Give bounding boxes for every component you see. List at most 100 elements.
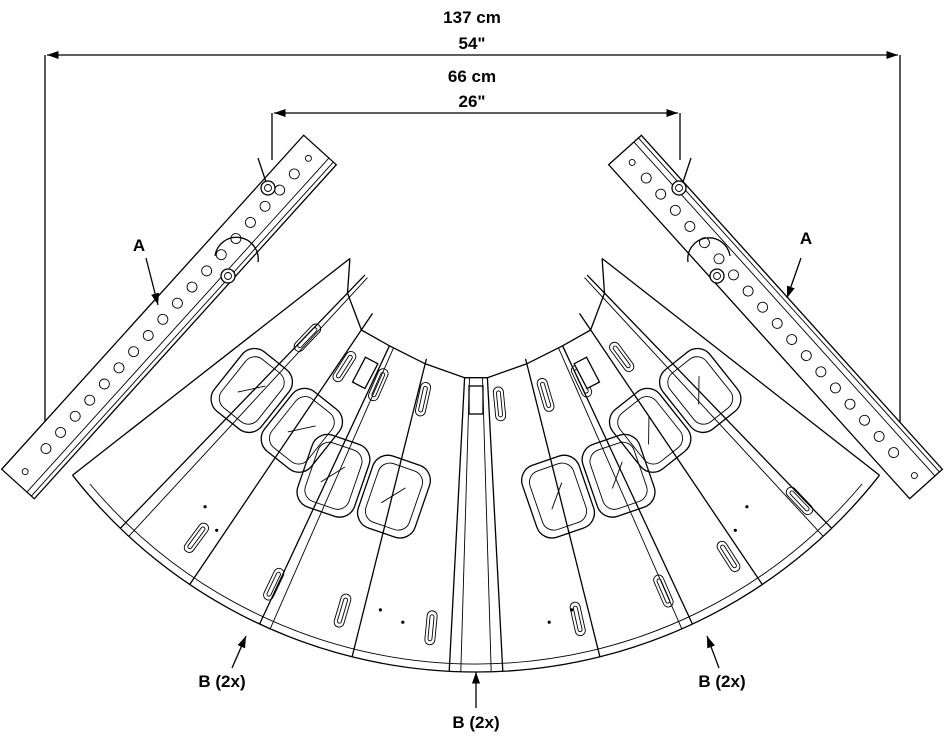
- grip-pocket-inner: [529, 462, 588, 531]
- rigging-bar-rail: [31, 161, 334, 497]
- overall-width-dimension: [44, 50, 901, 470]
- fastener-dot: [378, 608, 382, 612]
- grip-pocket-outer: [296, 433, 371, 518]
- handle-slot-inner: [789, 490, 810, 512]
- panel-divider-inner: [557, 347, 683, 629]
- rigging-hole: [171, 297, 183, 309]
- panel-divider: [119, 274, 366, 529]
- grip-pocket-pair: [520, 433, 656, 539]
- overall-width-imperial: 54": [459, 34, 486, 53]
- quick-release-pin-center: [264, 184, 272, 192]
- fastener-dot: [745, 505, 749, 509]
- callout-b-center: B (2x): [452, 713, 499, 732]
- grip-pocket-inner: [617, 396, 684, 465]
- rigging-hole: [259, 200, 271, 212]
- fastener-dot: [570, 608, 574, 612]
- handle-slot-inner: [495, 390, 504, 418]
- grip-pocket-outer: [260, 387, 344, 473]
- handle-slot: [333, 593, 352, 628]
- quick-release-pin: [709, 268, 725, 284]
- rigging-bars: [0, 134, 944, 500]
- rigging-hole: [684, 221, 696, 232]
- handle-slot-inner: [336, 354, 353, 379]
- rigging-hole: [128, 346, 140, 358]
- rigging-hole: [669, 204, 681, 216]
- rigging-hole: [98, 378, 110, 390]
- grip-pocket-mark: [648, 415, 650, 445]
- rigging-hole: [84, 394, 96, 406]
- handle-slot-inner: [612, 345, 631, 369]
- rigging-hole: [713, 253, 725, 265]
- handle-slot-inner: [427, 614, 435, 642]
- quick-release-pin-center: [224, 272, 232, 280]
- rigging-hole: [55, 426, 67, 438]
- grip-pocket-inner: [667, 356, 734, 425]
- rigging-hole: [742, 285, 754, 297]
- overall-width-metric: 137 cm: [443, 8, 501, 27]
- rigging-bar-rail: [633, 141, 936, 477]
- handle-slot: [653, 574, 674, 608]
- callout-b-right: B (2x): [698, 672, 745, 691]
- rigging-end-hole: [304, 154, 312, 162]
- handle-slot: [293, 323, 322, 352]
- rigging-hole: [859, 414, 870, 426]
- inner-width-imperial: 26": [459, 92, 486, 111]
- rigging-bar-rail: [26, 157, 330, 493]
- grip-pocket-pair: [608, 347, 742, 473]
- grip-pocket-outer: [581, 433, 656, 518]
- callout-b-left: B (2x): [198, 672, 245, 691]
- handle-slot: [183, 522, 209, 553]
- panel-divider: [578, 313, 763, 585]
- panel-divider: [189, 313, 374, 585]
- handle-slot-inner: [266, 571, 281, 597]
- panel-divider-inner: [460, 377, 470, 672]
- grip-pocket-inner: [589, 441, 648, 510]
- rigging-bar-frame: [607, 134, 944, 500]
- handle-slot: [332, 351, 357, 383]
- callout-a-right: A: [800, 229, 812, 248]
- grip-pocket-inner: [218, 356, 285, 425]
- grip-pocket-mark: [611, 461, 623, 489]
- grip-pocket-mark: [287, 425, 316, 433]
- grip-pocket-inner: [268, 396, 335, 465]
- speaker-cabinets: [71, 258, 881, 673]
- rigging-end-hole: [910, 472, 918, 480]
- grip-pocket-outer: [520, 454, 596, 539]
- panel-divider-inner: [128, 277, 368, 537]
- fastener-dot: [401, 620, 405, 624]
- fastener-dot: [203, 505, 207, 509]
- rigging-bar-body: [607, 134, 944, 500]
- handle-slot: [609, 341, 635, 372]
- callout-a-left: A: [133, 236, 145, 255]
- pin-ring-left: [214, 236, 259, 263]
- handle-slot-inner: [720, 544, 737, 569]
- rigging-hole: [69, 410, 81, 422]
- panel-divider: [586, 274, 833, 529]
- panel-divider: [72, 257, 351, 476]
- handle-slot-inner: [336, 597, 349, 624]
- rigging-hole: [274, 184, 286, 196]
- handle-slot-inner: [371, 372, 386, 398]
- panel-divider: [448, 377, 466, 672]
- grip-pocket-outer: [356, 454, 432, 539]
- rigging-hole: [113, 362, 125, 374]
- callout-leaders: [145, 257, 802, 708]
- logo-badge: [468, 385, 484, 415]
- grip-pocket-inner: [304, 441, 363, 510]
- logo-badge: [573, 356, 601, 390]
- grip-pocket-mark: [381, 487, 406, 504]
- rigging-hole: [186, 281, 198, 293]
- rigging-hole: [829, 382, 841, 394]
- rigging-hole: [786, 334, 798, 345]
- array-outer-edge: [71, 474, 881, 673]
- rigging-hole: [771, 317, 783, 329]
- panel-divider: [562, 345, 693, 625]
- rigging-bar-frame: [0, 134, 338, 500]
- rigging-hole: [844, 398, 856, 410]
- rigging-hole: [815, 366, 827, 378]
- panel-divider-inner: [584, 277, 824, 537]
- handle-slot-inner: [540, 381, 552, 408]
- rigging-bar-left: [0, 134, 338, 500]
- quick-release-pin: [220, 268, 236, 284]
